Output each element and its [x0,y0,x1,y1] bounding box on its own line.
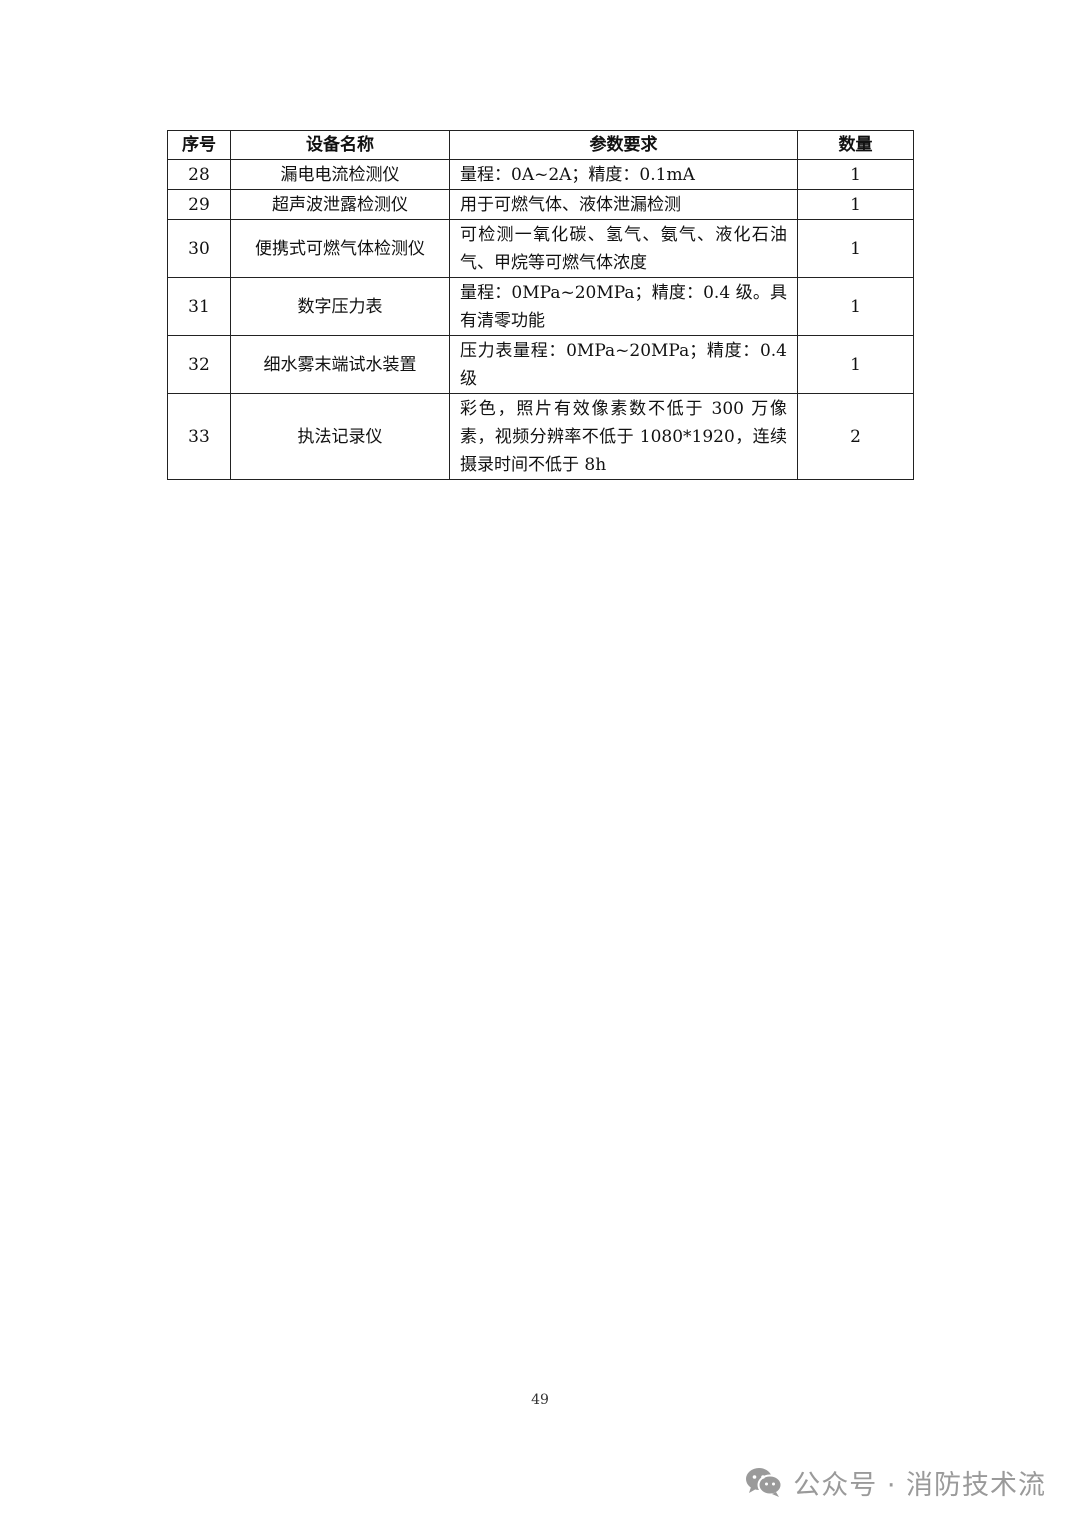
header-spec: 参数要求 [449,130,798,160]
cell-no: 29 [167,189,231,220]
cell-no: 28 [167,159,231,190]
cell-name: 数字压力表 [230,277,450,336]
table-row: 31 数字压力表 量程：0MPa~20MPa；精度：0.4 级。具有清零功能 1 [167,277,914,336]
table-row: 29 超声波泄露检测仪 用于可燃气体、液体泄漏检测 1 [167,189,914,220]
wechat-icon [745,1466,783,1498]
cell-qty: 1 [797,219,914,278]
watermark-text: 公众号 · 消防技术流 [793,1469,1046,1501]
cell-spec: 压力表量程：0MPa~20MPa；精度：0.4 级 [449,335,798,394]
cell-spec: 量程：0A~2A；精度：0.1mA [449,159,798,190]
cell-name: 执法记录仪 [230,393,450,480]
table-row: 30 便携式可燃气体检测仪 可检测一氧化碳、氢气、氨气、液化石油气、甲烷等可燃气… [167,219,914,278]
cell-qty: 1 [797,189,914,220]
cell-no: 30 [167,219,231,278]
cell-name: 漏电电流检测仪 [230,159,450,190]
table-row: 33 执法记录仪 彩色，照片有效像素数不低于 300 万像素，视频分辨率不低于 … [167,393,914,480]
cell-no: 32 [167,335,231,394]
watermark: 公众号 · 消防技术流 [745,1462,1046,1502]
table-row: 32 细水雾末端试水装置 压力表量程：0MPa~20MPa；精度：0.4 级 1 [167,335,914,394]
cell-qty: 1 [797,335,914,394]
table-row: 28 漏电电流检测仪 量程：0A~2A；精度：0.1mA 1 [167,159,914,190]
header-qty: 数量 [797,130,914,160]
page-number: 49 [531,1392,549,1408]
cell-spec: 用于可燃气体、液体泄漏检测 [449,189,798,220]
cell-spec: 可检测一氧化碳、氢气、氨气、液化石油气、甲烷等可燃气体浓度 [449,219,798,278]
cell-qty: 1 [797,159,914,190]
cell-qty: 1 [797,277,914,336]
table-header-row: 序号 设备名称 参数要求 数量 [167,130,914,160]
cell-no: 31 [167,277,231,336]
equipment-table: 序号 设备名称 参数要求 数量 28 漏电电流检测仪 量程：0A~2A；精度：0… [167,130,914,480]
cell-spec: 彩色，照片有效像素数不低于 300 万像素，视频分辨率不低于 1080*1920… [449,393,798,480]
cell-spec: 量程：0MPa~20MPa；精度：0.4 级。具有清零功能 [449,277,798,336]
header-no: 序号 [167,130,231,160]
cell-qty: 2 [797,393,914,480]
cell-no: 33 [167,393,231,480]
header-name: 设备名称 [230,130,450,160]
cell-name: 超声波泄露检测仪 [230,189,450,220]
cell-name: 便携式可燃气体检测仪 [230,219,450,278]
cell-name: 细水雾末端试水装置 [230,335,450,394]
